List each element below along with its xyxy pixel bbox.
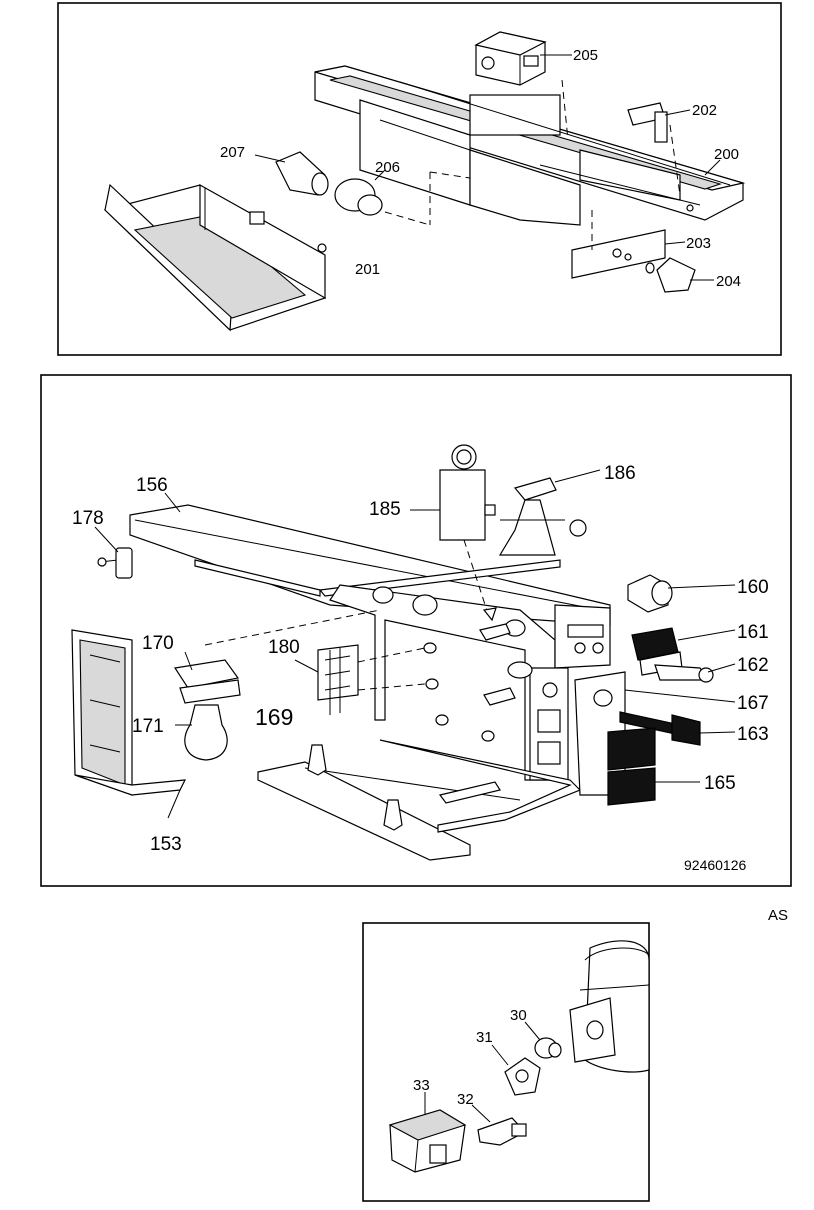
label-207: 207 <box>220 144 245 161</box>
diffuser-153 <box>71 629 187 796</box>
knob-202 <box>627 102 681 196</box>
clamp-32 <box>477 1117 527 1146</box>
label-185: 185 <box>369 499 401 520</box>
lamp-cover-207 <box>275 151 329 196</box>
label-163: 163 <box>737 724 769 745</box>
label-202: 202 <box>692 102 717 119</box>
knob-163 <box>619 711 701 746</box>
middle-panel: 156 178 185 186 160 161 162 167 163 165 … <box>40 374 792 887</box>
label-186: 186 <box>604 463 636 484</box>
bottom-panel: 30 31 33 32 <box>362 922 650 1202</box>
thermostat-185 <box>439 444 497 622</box>
pins <box>423 623 516 742</box>
clip-31 <box>504 1057 541 1096</box>
middle-panel-leaders <box>94 469 736 819</box>
label-30: 30 <box>510 1007 527 1024</box>
control-housing-200 <box>314 65 746 226</box>
label-31: 31 <box>476 1029 493 1046</box>
bottom-plate <box>257 739 582 861</box>
label-153: 153 <box>150 834 182 855</box>
switch-block-165 <box>607 727 656 806</box>
label-171: 171 <box>132 716 164 737</box>
clip-178 <box>97 547 133 579</box>
label-32: 32 <box>457 1091 474 1108</box>
label-162: 162 <box>737 655 769 676</box>
label-178: 178 <box>72 508 104 529</box>
label-160: 160 <box>737 577 769 598</box>
bottom-panel-leaders <box>424 1021 541 1123</box>
label-169: 169 <box>255 704 293 730</box>
bracket-186 <box>498 477 587 556</box>
main-bracket <box>329 584 611 781</box>
label-200: 200 <box>714 146 739 163</box>
label-33: 33 <box>413 1077 430 1094</box>
label-203: 203 <box>686 235 711 252</box>
knob-204 <box>645 257 696 293</box>
plate-203 <box>571 210 666 279</box>
lamp-holder-206 <box>334 171 471 226</box>
label-204: 204 <box>716 273 741 290</box>
middle-panel-frame <box>40 374 792 887</box>
compressor <box>569 940 650 1073</box>
lamp-171 <box>184 704 228 761</box>
label-167: 167 <box>737 693 769 714</box>
lamp-holder-160 <box>627 574 673 613</box>
label-170: 170 <box>142 633 174 654</box>
label-206: 206 <box>375 159 400 176</box>
label-161: 161 <box>737 622 769 643</box>
relay-30 <box>534 1037 562 1059</box>
button-162 <box>654 664 714 683</box>
top-panel: 205 202 200 207 206 201 203 204 <box>57 2 782 356</box>
thermostat-205 <box>474 31 569 141</box>
label-156: 156 <box>136 475 168 496</box>
connector-180 <box>317 644 426 715</box>
label-180: 180 <box>268 637 300 658</box>
label-205: 205 <box>573 47 598 64</box>
drawing-code: 92460126 <box>684 857 747 873</box>
corner-mark: AS <box>768 907 788 924</box>
tray-201 <box>103 183 327 332</box>
cover-33 <box>388 1109 467 1173</box>
top-panel-frame <box>57 2 782 356</box>
top-panel-leaders <box>254 54 721 281</box>
label-201: 201 <box>355 261 380 278</box>
label-165: 165 <box>704 773 736 794</box>
